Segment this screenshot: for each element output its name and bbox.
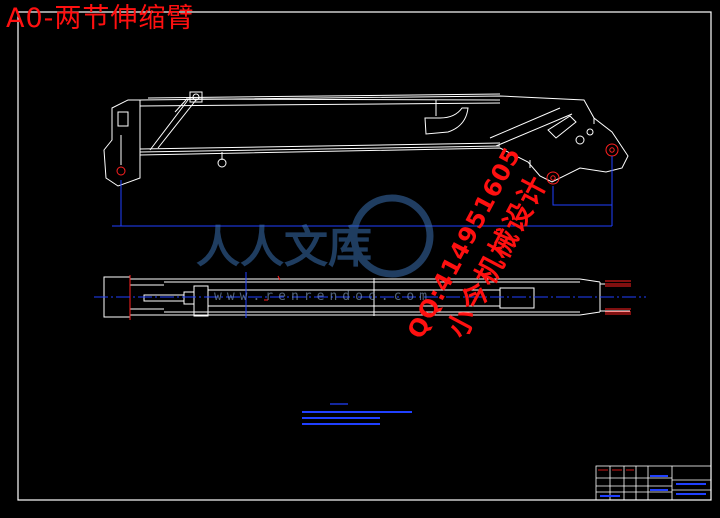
- drawing-frame: [17, 11, 712, 501]
- watermark-logo: 人人文库: [196, 194, 434, 278]
- boom-plan-view: [103, 276, 630, 318]
- technical-notes-block: [302, 403, 412, 425]
- boom-side-view: [103, 91, 629, 187]
- watermark-url: www.renrendoc.com: [214, 289, 432, 304]
- side-view-dimensions: [112, 156, 613, 227]
- title-block: [595, 465, 712, 501]
- drawing-title: A0-两节伸缩臂: [6, 3, 195, 34]
- watermark-logo-text: 人人文库: [196, 222, 372, 273]
